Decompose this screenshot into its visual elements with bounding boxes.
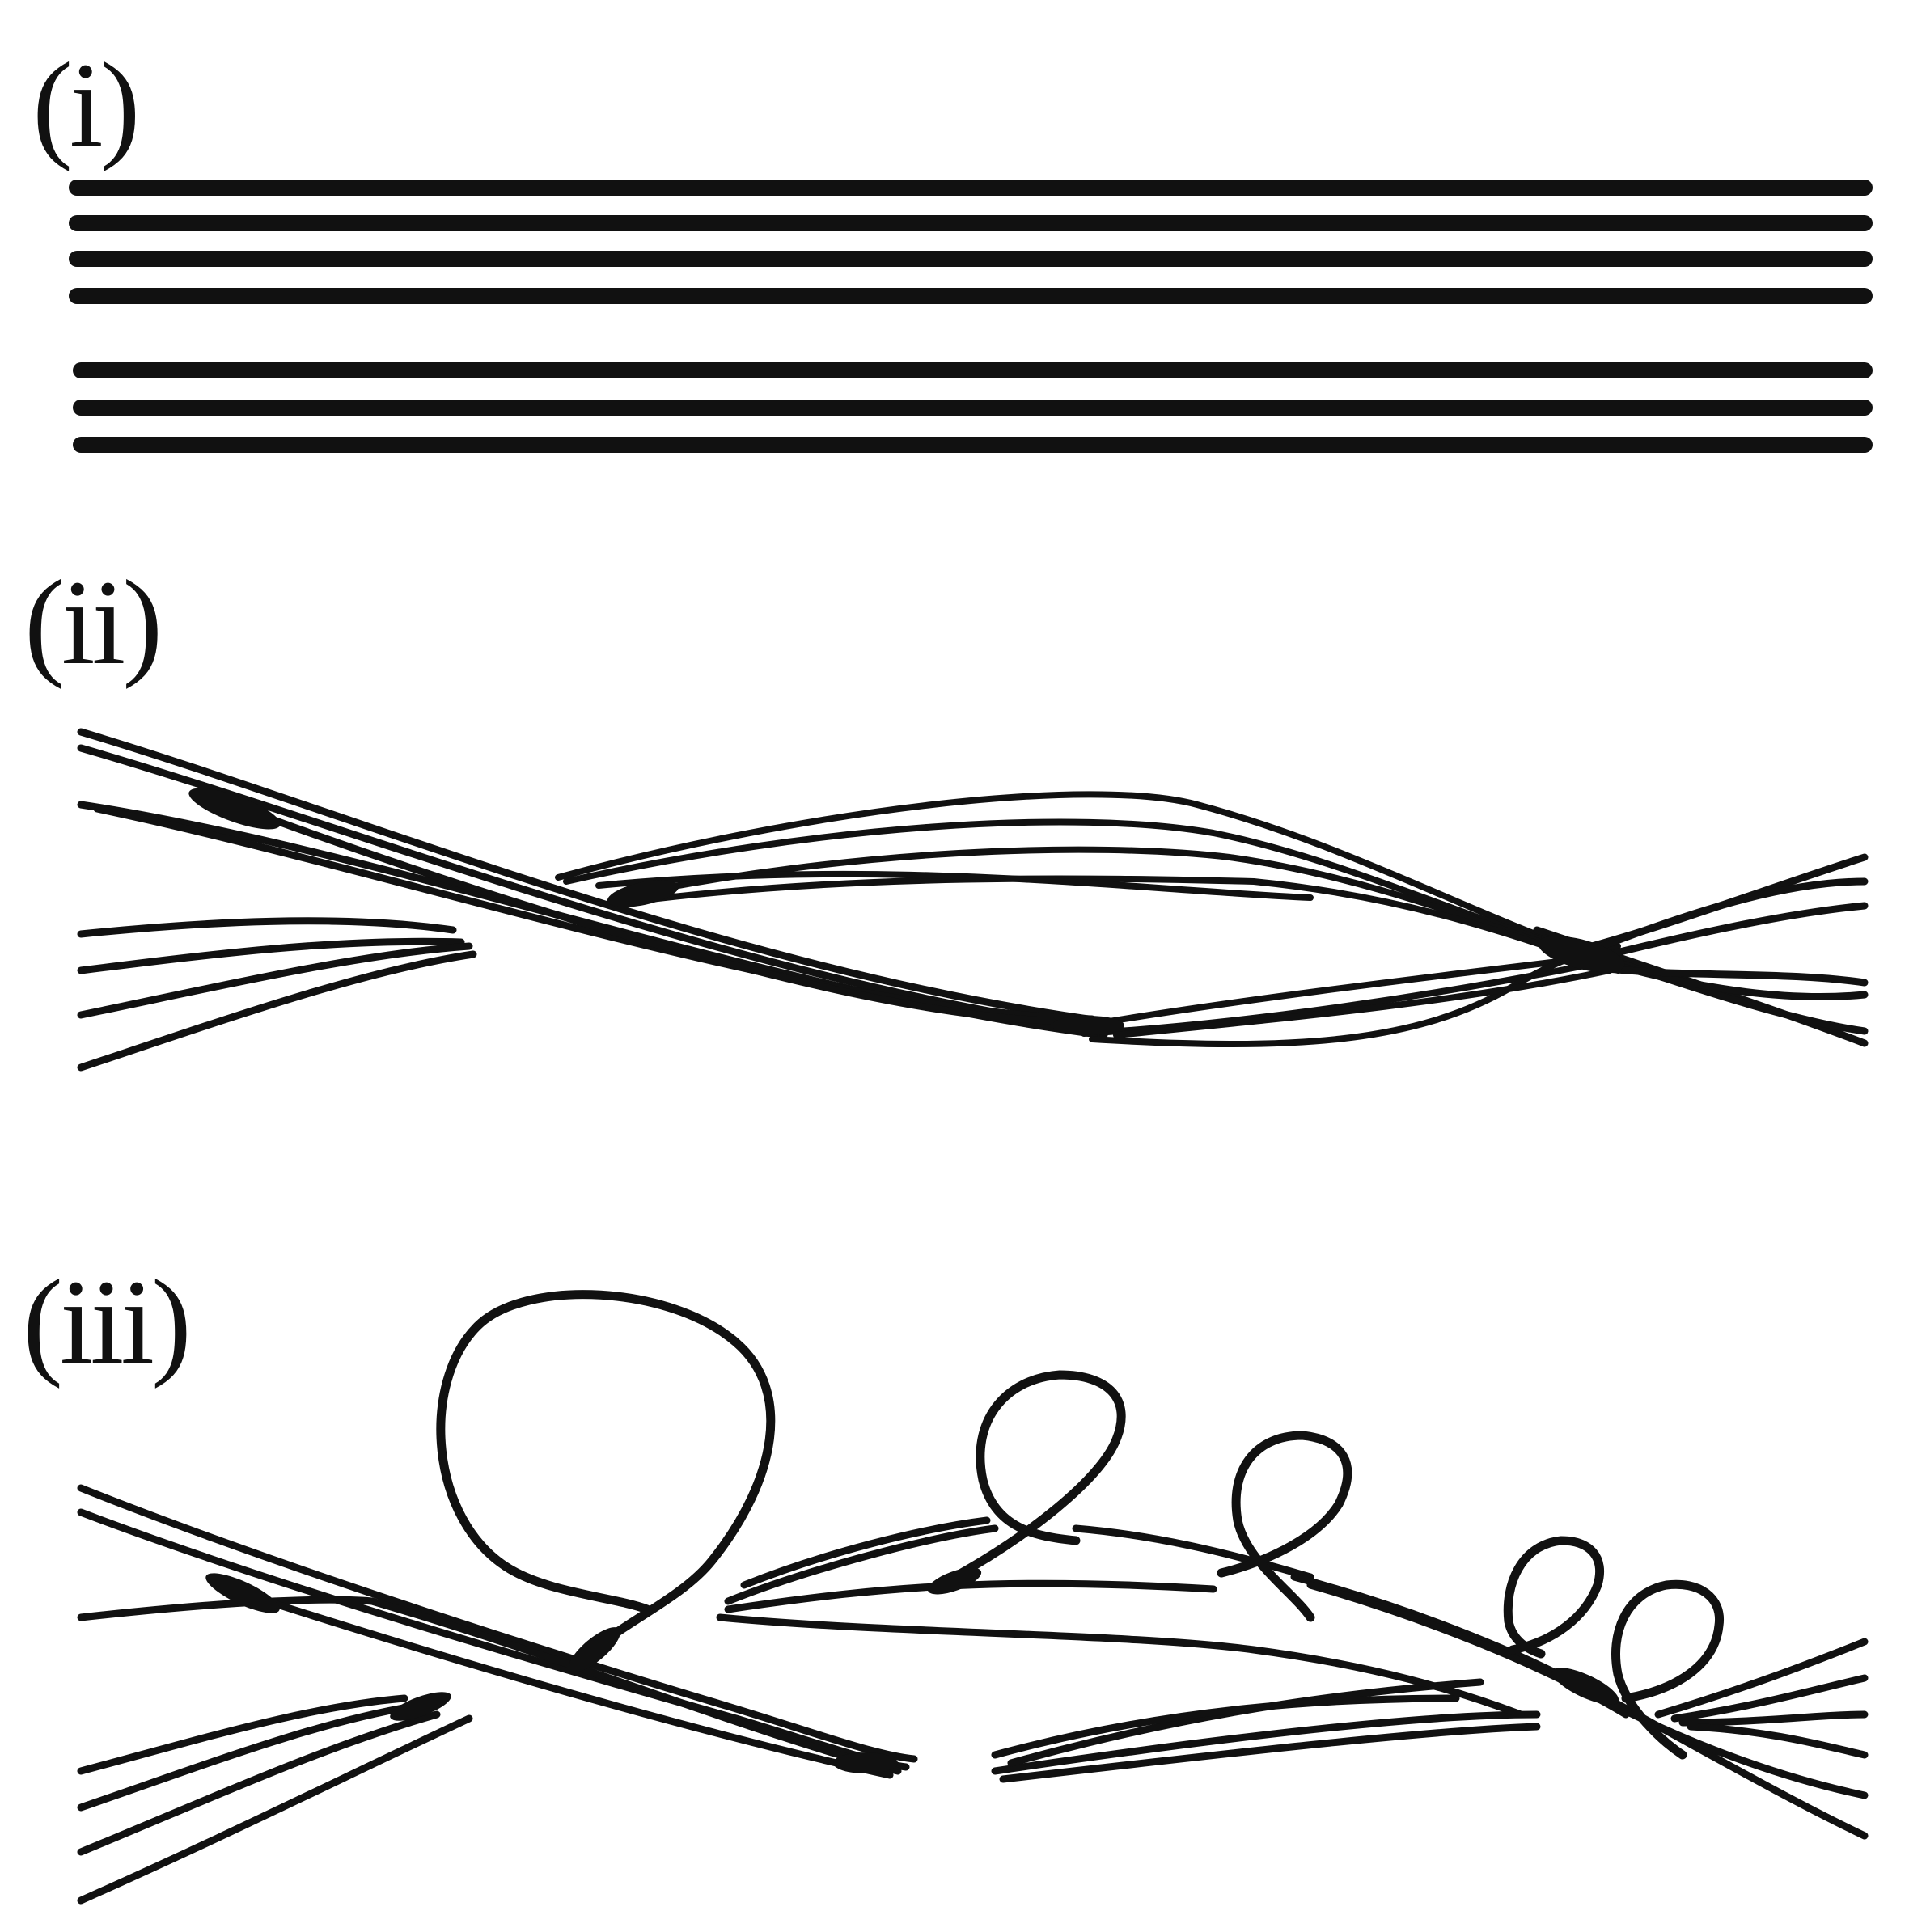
crossing-knots [188, 788, 1625, 1035]
panel-label-iii: (iii) [23, 1255, 192, 1389]
loop-panel-left-fan [77, 1694, 473, 1905]
loop-panel-band-b [716, 1516, 1630, 1719]
twisted-strand-band-a [77, 728, 1108, 1039]
left-fan-strands [77, 917, 477, 1072]
panel-iii-fibres [77, 1290, 1869, 1905]
loop-4 [1503, 1536, 1605, 1659]
panel-ii-fibres [77, 728, 1869, 1072]
loop-panel-band-a [77, 1484, 918, 1779]
panel-label-ii: (ii) [24, 556, 163, 690]
loop-3 [1217, 1431, 1352, 1622]
loop-5 [1611, 1579, 1725, 1760]
loop-panel-right-fan [1573, 1638, 1869, 1840]
panel-i-fibres [69, 180, 1873, 453]
large-loop [436, 1290, 776, 1671]
loop-2 [950, 1370, 1126, 1582]
loop-panel-band-c [991, 1678, 1541, 1783]
loop-panel-knots [205, 1567, 1619, 1773]
twisted-strand-band-c [1073, 943, 1621, 1048]
twisted-strand-band-b [555, 791, 1621, 974]
panel-label-i: (i) [32, 38, 141, 172]
